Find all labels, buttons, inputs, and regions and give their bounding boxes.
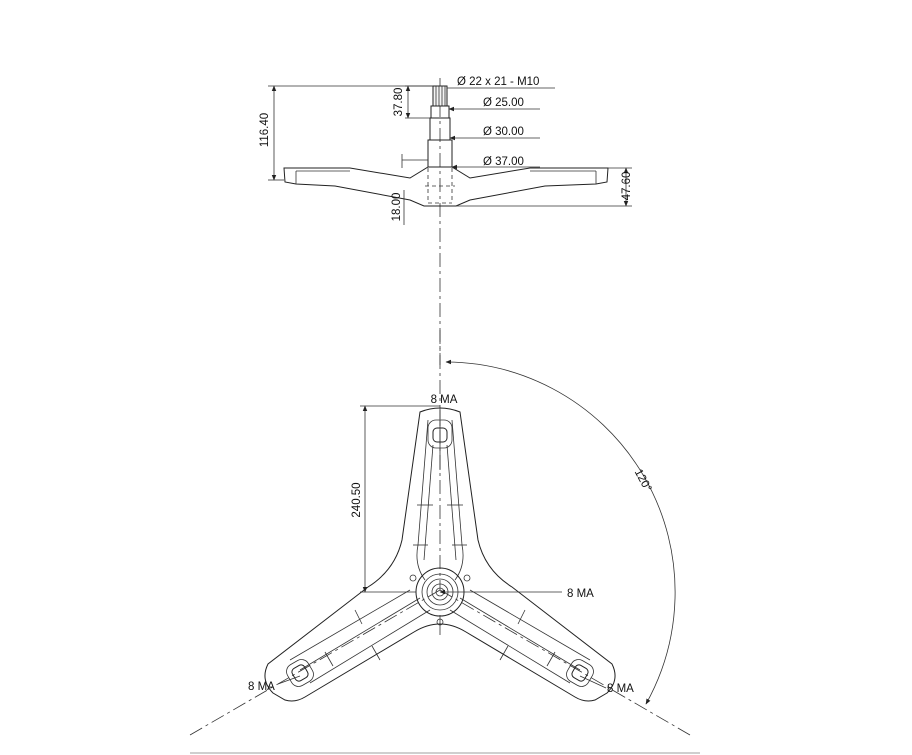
right-arm-ribs (449, 589, 591, 684)
top-arm-ribs (413, 419, 467, 635)
hole-left (286, 659, 314, 687)
dim-dia-25: Ø 25.00 (448, 97, 540, 112)
dim-height-47-60-label: 47.60 (621, 172, 633, 201)
dim-shaft-spline-label: Ø 22 x 21 - M10 (457, 76, 539, 88)
hidden-bore (425, 168, 455, 204)
side-view: Ø 22 x 21 - M10 Ø 25.00 Ø 30.00 Ø 37.00 … (259, 76, 633, 365)
dim-height-116-40-label: 116.40 (259, 113, 271, 147)
dim-dia-30: Ø 30.00 (449, 126, 540, 141)
dim-dia-25-label: Ø 25.00 (483, 97, 524, 109)
dim-height-37-80-label: 37.80 (393, 88, 405, 117)
shaft-spline (432, 85, 448, 107)
dim-dia-30-label: Ø 30.00 (483, 126, 524, 138)
callout-hole-top-label: 8 MA (431, 394, 458, 406)
arm-left-center-line (189, 589, 441, 736)
callout-hole-left-label: 8 MA (248, 681, 275, 693)
arm-right-center-line (439, 589, 691, 736)
dim-angle: 120° (445, 359, 676, 705)
callout-hole-right: 8 MA (579, 675, 634, 695)
left-arm-ribs (289, 589, 431, 684)
dim-height-18-label: 18.00 (391, 193, 403, 222)
dim-height-47-60: 47.60 (456, 167, 633, 207)
dim-arm-length: 240.50 (351, 405, 440, 593)
callout-hole-left: 8 MA (248, 675, 301, 693)
callout-hole-center-label: 8 MA (567, 588, 594, 600)
hole-right (566, 659, 594, 687)
dim-angle-label: 120° (632, 467, 654, 494)
dim-height-18: 18.00 (391, 190, 405, 225)
dim-dia-37: Ø 37.00 (401, 154, 540, 170)
top-view: 240.50 120° 8 MA 8 MA 8 MA 8 MA (189, 330, 691, 736)
dim-dia-37-label: Ø 37.00 (483, 156, 524, 168)
callout-hole-top: 8 MA (431, 394, 458, 426)
dim-height-116-40: 116.40 (259, 85, 433, 181)
dim-arm-length-label: 240.50 (351, 482, 363, 517)
dim-height-37-80: 37.80 (393, 85, 433, 119)
callout-hole-center: 8 MA (439, 588, 594, 600)
spider-side-profile (283, 166, 609, 207)
dim-shaft-spline: Ø 22 x 21 - M10 (447, 76, 555, 89)
callout-hole-right-label: 8 MA (607, 683, 634, 695)
